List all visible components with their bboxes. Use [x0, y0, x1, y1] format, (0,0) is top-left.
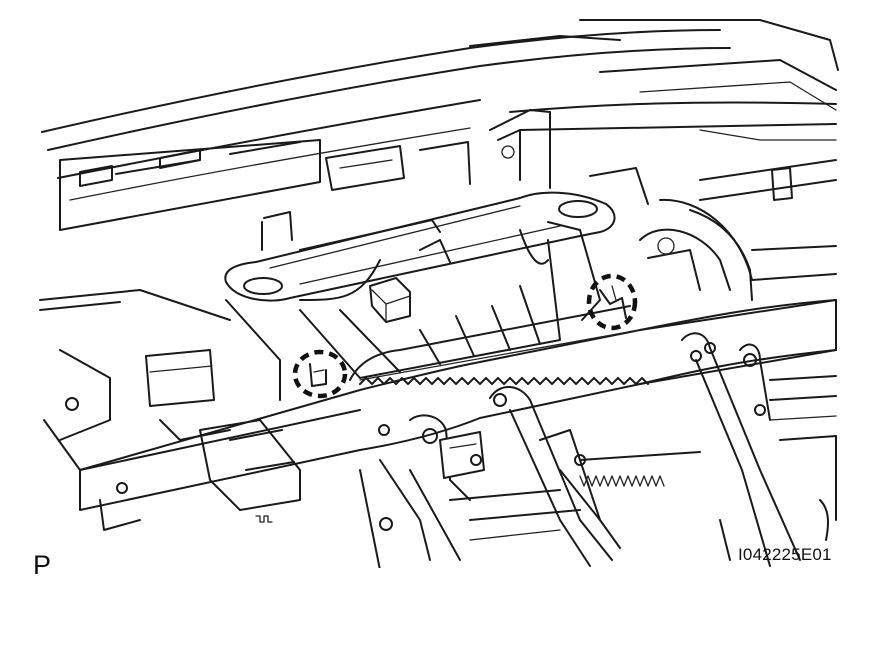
right-upper-structure	[639, 159, 837, 301]
center-vent-housing	[489, 109, 649, 205]
view-letter-label: P	[33, 550, 52, 580]
reinforcement-bracket	[224, 191, 616, 302]
left-dash-panel	[59, 139, 471, 231]
cross-car-beam	[79, 299, 837, 511]
clip-callout-left	[292, 349, 348, 399]
left-lower-structure	[39, 289, 390, 531]
figure-code-label: I042225E01	[738, 545, 832, 564]
clip-callout-right	[586, 273, 638, 331]
lower-mask	[80, 568, 840, 653]
lower-bracket-arms	[489, 332, 837, 567]
cowl-frame-lines	[41, 19, 839, 201]
center-bracket-body	[299, 221, 601, 379]
center-lower-bracket	[359, 414, 581, 571]
bolts	[422, 350, 702, 466]
